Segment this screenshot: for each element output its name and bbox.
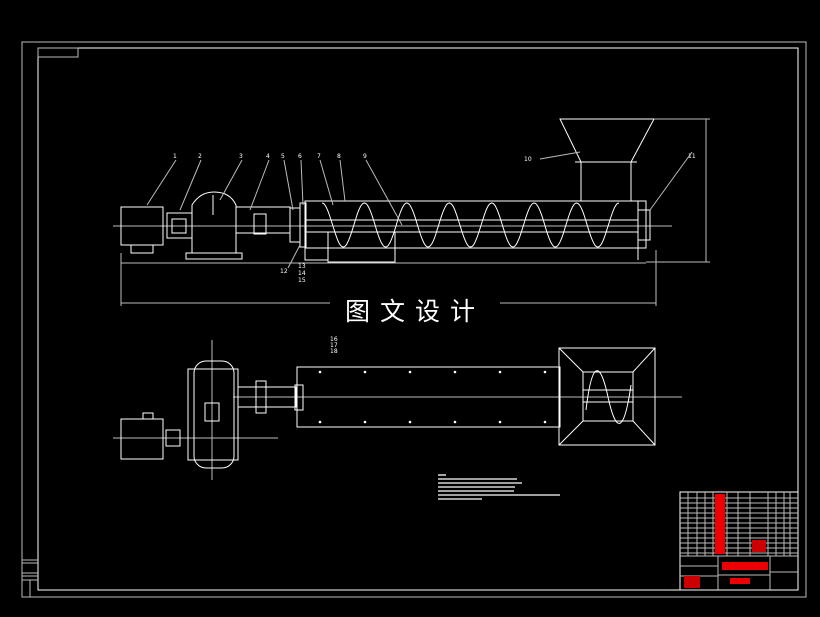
bolt	[363, 370, 367, 374]
label-16: 16	[330, 336, 338, 343]
elevation-view	[113, 118, 710, 306]
title-block	[679, 491, 799, 591]
plan-motor	[120, 418, 164, 460]
label-12: 12	[280, 268, 288, 275]
label-3: 3	[239, 153, 243, 160]
label-8: 8	[337, 153, 341, 160]
label-1: 1	[173, 153, 177, 160]
left-margin-strip	[22, 559, 38, 597]
plan-screw-flight	[585, 370, 632, 424]
watermark-text: 图文设计	[330, 292, 500, 328]
label-2: 2	[198, 153, 202, 160]
technical-notes	[438, 474, 560, 500]
label-14: 14	[298, 270, 306, 277]
outer-border	[21, 41, 807, 598]
bolt	[498, 420, 502, 424]
label-17: 17	[330, 342, 338, 349]
drive-shaft-coupling	[235, 206, 291, 234]
corner-code-box	[37, 47, 79, 58]
plan-coupling	[237, 386, 297, 408]
support	[327, 231, 396, 263]
bolt	[318, 370, 322, 374]
plan-view	[113, 340, 682, 480]
reducer	[191, 191, 237, 254]
label-5: 5	[281, 153, 285, 160]
bolt	[318, 420, 322, 424]
label-9: 9	[363, 153, 367, 160]
inner-border	[37, 47, 799, 591]
label-7: 7	[317, 153, 321, 160]
bolt	[453, 420, 457, 424]
bolt	[453, 370, 457, 374]
bolt	[498, 370, 502, 374]
bolt	[408, 420, 412, 424]
part-number-labels: 1 2 3 4 5 6 7 8 9 10 11 12 13 14 15 16 1…	[173, 153, 696, 355]
bolt	[543, 370, 547, 374]
plan-hopper	[558, 347, 656, 446]
label-10: 10	[524, 156, 532, 163]
screw-flight	[321, 202, 620, 248]
label-11: 11	[688, 153, 696, 160]
bolt	[543, 420, 547, 424]
hopper	[559, 118, 655, 163]
label-15: 15	[298, 277, 306, 284]
bolt	[363, 420, 367, 424]
plan-reducer	[187, 368, 239, 461]
label-6: 6	[298, 153, 302, 160]
label-4: 4	[266, 153, 270, 160]
plan-trough	[296, 366, 561, 428]
label-18: 18	[330, 348, 338, 355]
label-13: 13	[298, 263, 306, 270]
bolt	[408, 370, 412, 374]
